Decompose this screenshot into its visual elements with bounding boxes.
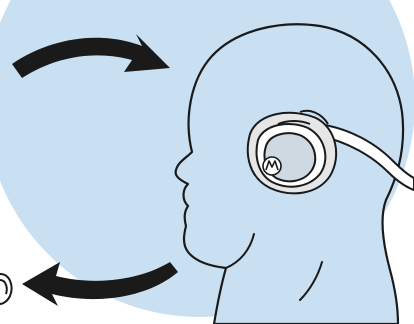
motorola-logo-icon <box>263 157 281 175</box>
headset-earpiece <box>248 111 336 194</box>
partial-headset-icon <box>0 274 12 304</box>
